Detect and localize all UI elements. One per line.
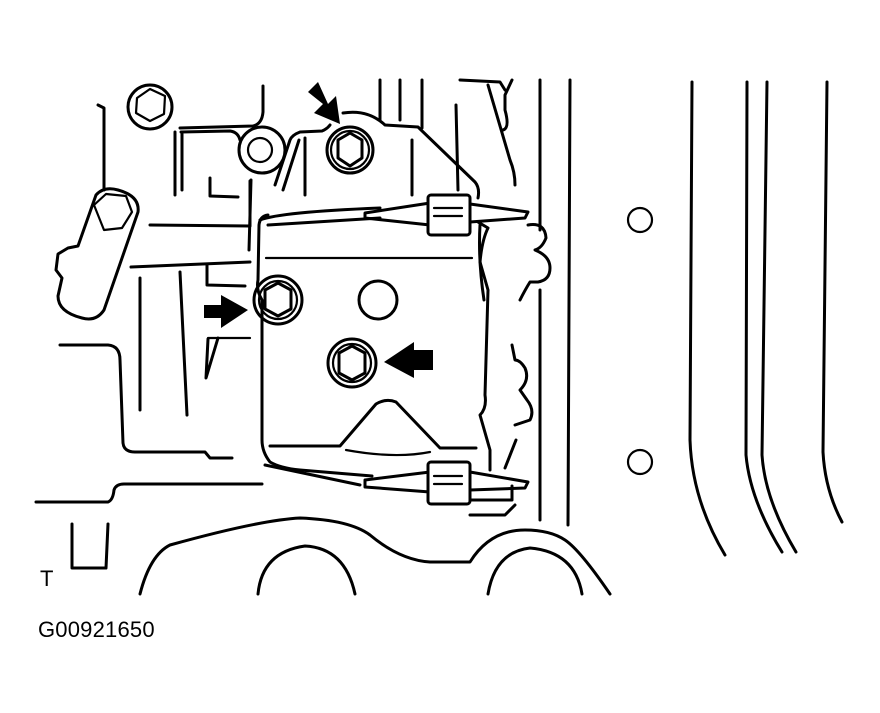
top-bolt <box>325 125 375 175</box>
bracket-plate <box>256 206 492 487</box>
side-panel <box>626 80 844 557</box>
figure-id-label: G00921650 <box>38 617 155 642</box>
lower-clip <box>363 460 530 506</box>
center-bolt-arrow-icon <box>384 342 433 378</box>
plate-hole <box>357 279 399 321</box>
left-bolt-arrow-icon <box>204 295 248 328</box>
left-bolt <box>252 274 304 326</box>
engine-casting <box>34 83 287 570</box>
corner-mark: T <box>40 566 54 591</box>
upper-clip <box>363 193 530 237</box>
lower-housing <box>138 516 612 596</box>
housing-edge <box>468 78 572 527</box>
center-bolt <box>326 337 378 389</box>
top-bolt-arrow-icon <box>308 82 340 124</box>
upper-bracket <box>273 78 517 200</box>
